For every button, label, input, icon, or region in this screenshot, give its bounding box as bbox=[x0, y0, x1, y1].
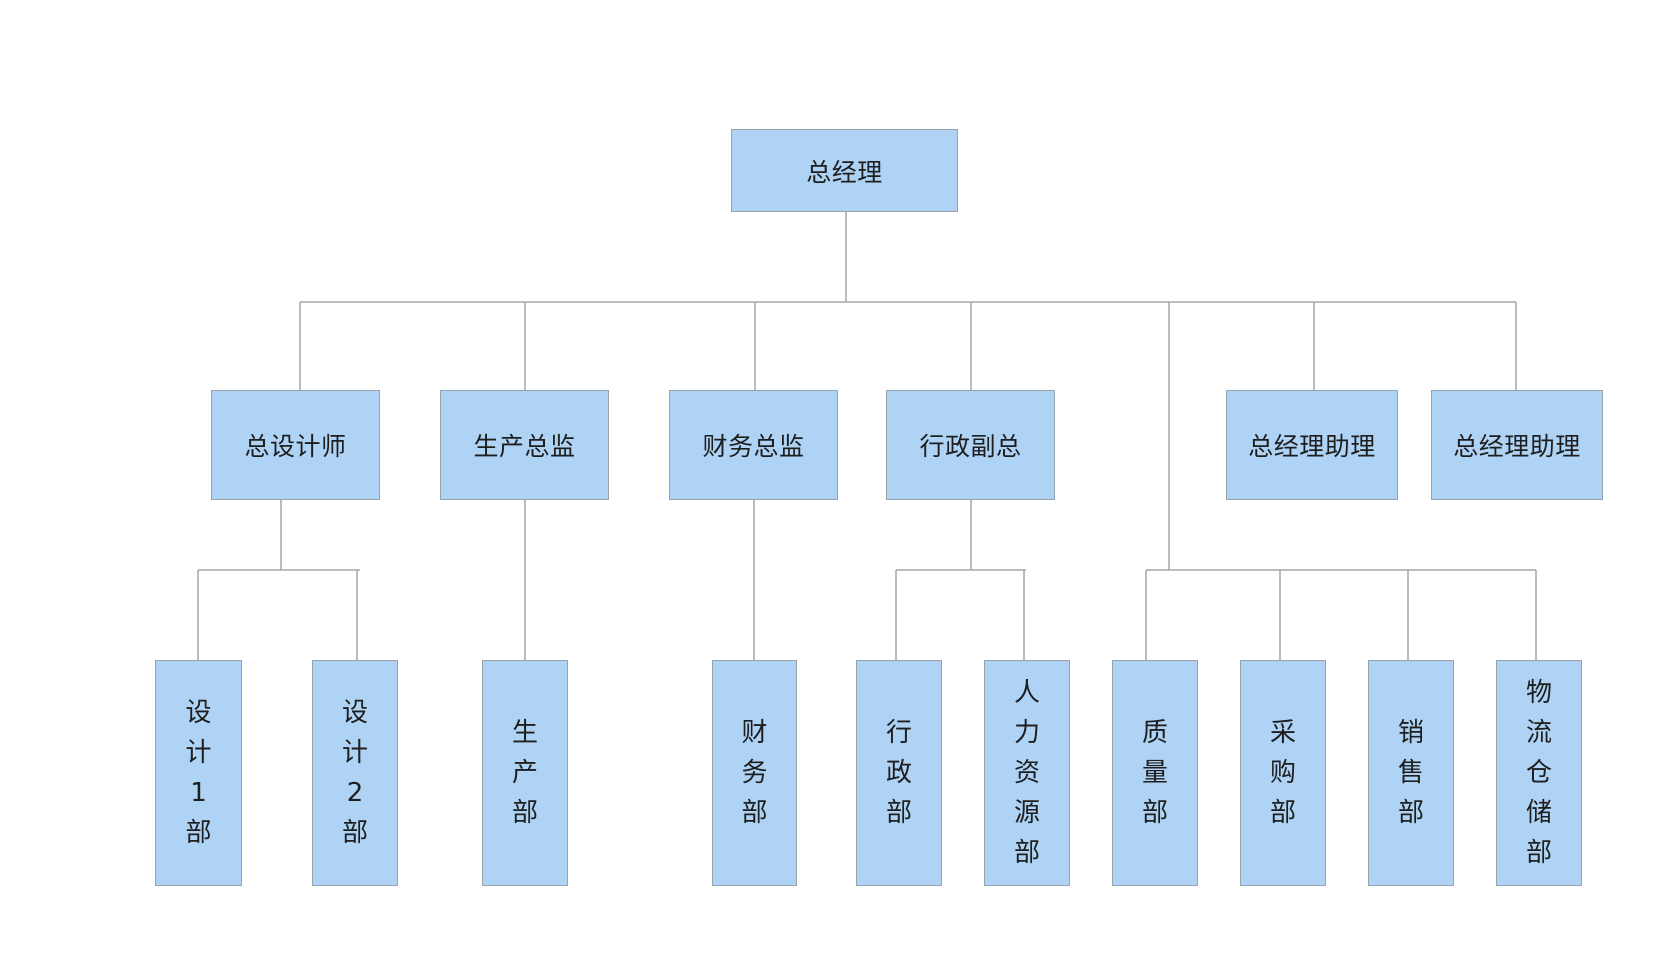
node-label: 生产部 bbox=[511, 718, 538, 828]
node-label: 财务总监 bbox=[702, 432, 805, 461]
node-finance-dept: 财务部 bbox=[712, 660, 797, 886]
node-label: 总经理 bbox=[806, 157, 883, 187]
node-quality-dept: 质量部 bbox=[1112, 660, 1198, 886]
node-label: 设计2部 bbox=[341, 698, 368, 848]
node-label: 物流仓储部 bbox=[1525, 678, 1552, 868]
node-label: 总设计师 bbox=[244, 432, 347, 461]
node-label: 设计1部 bbox=[185, 698, 212, 848]
node-admin-vp: 行政副总 bbox=[886, 390, 1055, 500]
node-production-director: 生产总监 bbox=[440, 390, 609, 500]
node-gm-assistant-2: 总经理助理 bbox=[1431, 390, 1603, 500]
node-production-dept: 生产部 bbox=[482, 660, 568, 886]
node-label: 财务部 bbox=[741, 718, 768, 828]
node-label: 人力资源部 bbox=[1013, 678, 1040, 868]
node-general-manager: 总经理 bbox=[731, 129, 958, 212]
node-label: 销售部 bbox=[1397, 718, 1424, 828]
node-label: 行政部 bbox=[885, 718, 912, 828]
node-purchasing-dept: 采购部 bbox=[1240, 660, 1326, 886]
node-gm-assistant-1: 总经理助理 bbox=[1226, 390, 1398, 500]
node-admin-dept: 行政部 bbox=[856, 660, 942, 886]
node-label: 总经理助理 bbox=[1248, 432, 1376, 461]
node-label: 生产总监 bbox=[473, 432, 576, 461]
node-chief-designer: 总设计师 bbox=[211, 390, 380, 500]
node-design-dept-2: 设计2部 bbox=[312, 660, 398, 886]
node-label: 采购部 bbox=[1269, 718, 1296, 828]
node-label: 行政副总 bbox=[919, 432, 1022, 461]
node-label: 总经理助理 bbox=[1453, 432, 1581, 461]
node-sales-dept: 销售部 bbox=[1368, 660, 1454, 886]
node-finance-director: 财务总监 bbox=[669, 390, 838, 500]
node-design-dept-1: 设计1部 bbox=[155, 660, 242, 886]
node-label: 质量部 bbox=[1141, 718, 1168, 828]
node-hr-dept: 人力资源部 bbox=[984, 660, 1070, 886]
node-logistics-dept: 物流仓储部 bbox=[1496, 660, 1582, 886]
